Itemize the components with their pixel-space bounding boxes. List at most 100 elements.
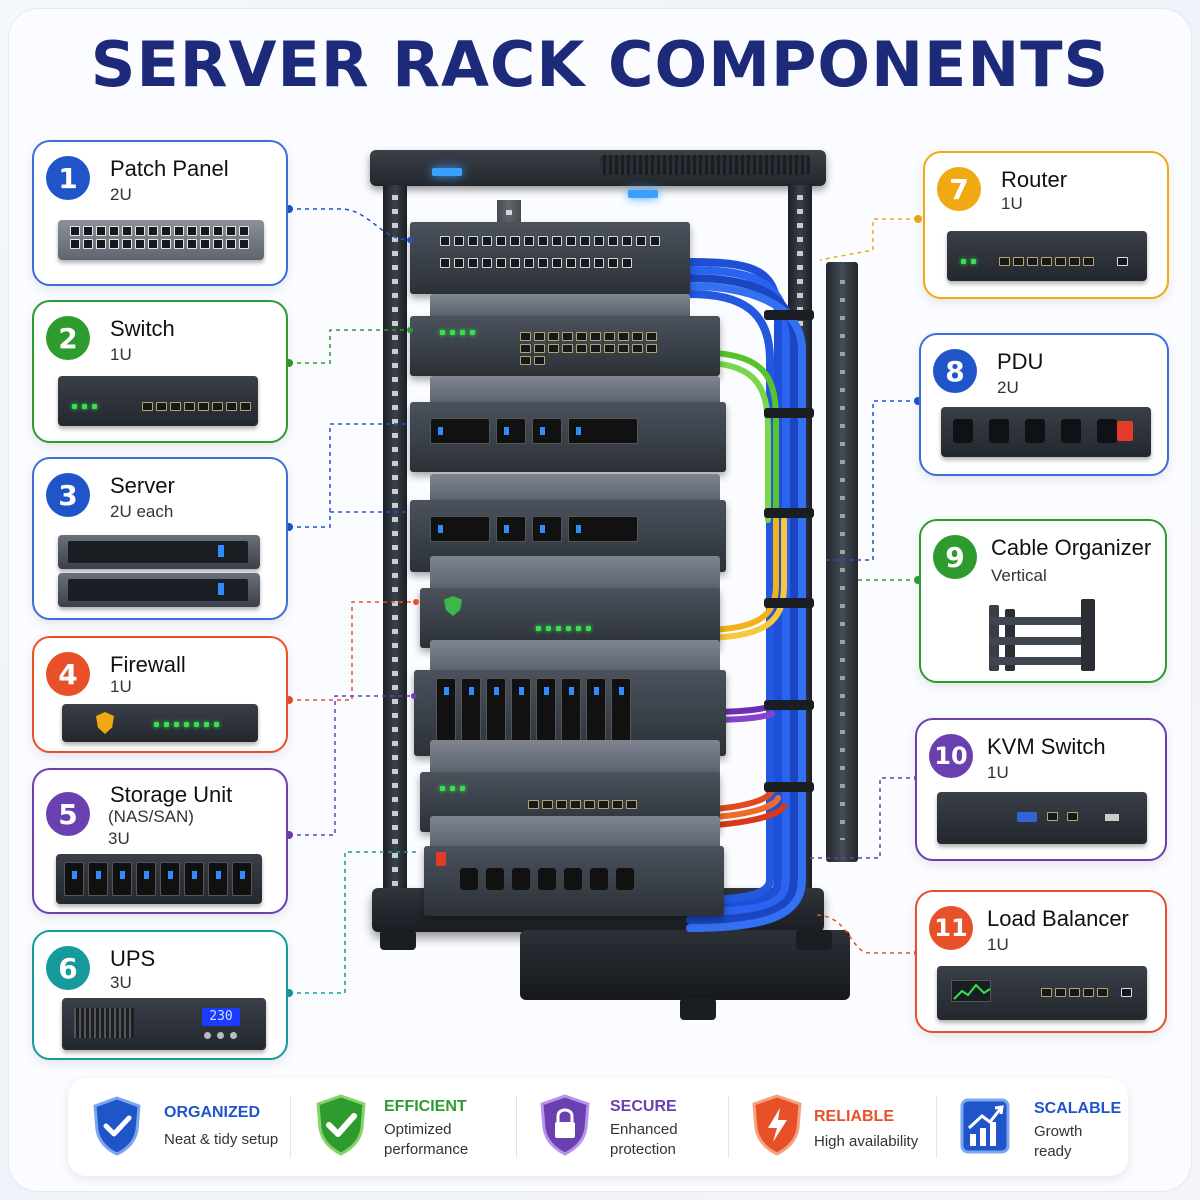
- connector-ups: [289, 851, 416, 994]
- card-patch-panel: 1 Patch Panel 2U: [32, 140, 288, 286]
- blue-cable-bundle: [686, 258, 806, 932]
- feature-organized: ORGANIZED Neat & tidy setup: [68, 1078, 288, 1176]
- ups-vent: [74, 1008, 134, 1038]
- card-cable-organizer: 9 Cable Organizer Vertical: [919, 519, 1167, 683]
- badge-2: 2: [46, 316, 90, 360]
- feature-efficient: EFFICIENT Optimized performance: [292, 1078, 512, 1176]
- rack-top-led-left: [432, 168, 462, 176]
- card-size-secondary: 3U: [108, 829, 130, 848]
- card-load-balancer: 11 Load Balancer 1U: [915, 890, 1167, 1033]
- card-storage: 5 Storage Unit (NAS/SAN) 3U: [32, 768, 288, 914]
- storage-image: [56, 854, 262, 904]
- rack-server-bays-1: [430, 418, 638, 444]
- rack-unit-kvm-top: [430, 740, 720, 776]
- rack-firewall-shield-icon: [444, 596, 462, 616]
- feature-reliable: RELIABLE High availability: [730, 1078, 930, 1176]
- features-bar: ORGANIZED Neat & tidy setup EFFICIENT Op…: [68, 1078, 1128, 1176]
- cable-organizer-image: [989, 599, 1095, 671]
- card-size: 2U each: [110, 502, 174, 521]
- card-ups: 6 UPS 3U 230: [32, 930, 288, 1060]
- load-balancer-image: [937, 966, 1147, 1020]
- switch-image: [58, 376, 258, 426]
- feature-desc: Optimized: [384, 1121, 452, 1138]
- rack-post-front-left: [383, 185, 407, 905]
- card-size: 2U: [110, 185, 132, 204]
- connector-kvm: [810, 777, 918, 859]
- card-router: 7 Router 1U: [923, 151, 1169, 299]
- badge-1: 1: [46, 156, 90, 200]
- card-server: 3 Server 2U each: [32, 457, 288, 620]
- feature-secure: SECURE Enhanced protection: [518, 1078, 728, 1176]
- card-title: UPS: [110, 946, 156, 971]
- patch-panel-image: [58, 220, 264, 260]
- page-title: SERVER RACK COMPONENTS: [90, 28, 1110, 101]
- card-size: (NAS/SAN): [108, 807, 194, 826]
- feature-desc: High availability: [814, 1133, 919, 1150]
- cable-ties: [764, 310, 814, 792]
- card-pdu: 8 PDU 2U: [919, 333, 1169, 476]
- rack-pdu-outlets: [460, 868, 634, 890]
- connector-firewall: [289, 601, 416, 701]
- feature-desc-2: ready: [1034, 1143, 1072, 1160]
- rack-foot-2: [796, 930, 832, 950]
- badge-3: 3: [46, 473, 90, 517]
- rack-unit-server-1-top: [430, 376, 720, 406]
- card-title: Load Balancer: [987, 906, 1129, 931]
- card-title: KVM Switch: [987, 734, 1106, 759]
- ups-image: 230: [62, 998, 266, 1050]
- card-size: 1U: [1001, 194, 1023, 213]
- rack-kvm-ports: [528, 800, 637, 809]
- connector-router: [819, 218, 918, 261]
- connector-load-balancer: [814, 914, 918, 954]
- badge-5: 5: [46, 792, 90, 836]
- load-balancer-display: [951, 980, 991, 1002]
- rack-server-bays-2: [430, 516, 638, 542]
- badge-10: 10: [929, 734, 973, 778]
- rack-kvm-leds: [440, 786, 465, 791]
- card-size: 1U: [987, 935, 1009, 954]
- firewall-image: [62, 704, 258, 742]
- card-size: 1U: [987, 763, 1009, 782]
- card-firewall: 4 Firewall 1U: [32, 636, 288, 753]
- card-size: Vertical: [991, 566, 1047, 585]
- connector-storage: [289, 695, 414, 836]
- card-kvm-switch: 10 KVM Switch 1U: [915, 718, 1167, 861]
- server-image-1: [58, 535, 260, 569]
- rack-unit-pdu-top: [430, 816, 720, 850]
- rack-pdu-switch: [436, 852, 446, 866]
- connector-patch-panel: [289, 208, 411, 241]
- connector-pdu: [826, 400, 918, 561]
- feature-desc: Neat & tidy setup: [164, 1131, 279, 1148]
- shield-check-icon: [93, 1096, 141, 1156]
- badge-8: 8: [933, 349, 977, 393]
- card-size: 1U: [110, 345, 132, 364]
- feature-desc: Enhanced: [610, 1121, 678, 1138]
- card-title: Server: [110, 473, 175, 498]
- rack-patch-panel-ports: [440, 236, 660, 276]
- card-size: 2U: [997, 378, 1019, 397]
- card-title: PDU: [997, 349, 1044, 374]
- rack-top-led-right: [628, 190, 658, 198]
- rack-unit-server-2-top: [430, 474, 720, 504]
- rack-unit-firewall-top: [430, 556, 720, 592]
- ups-display: 230: [202, 1008, 240, 1026]
- badge-9: 9: [933, 535, 977, 579]
- rack-storage-bays: [436, 678, 631, 744]
- kvm-switch-image: [937, 792, 1147, 844]
- feature-scalable: SCALABLE Growth ready: [938, 1078, 1128, 1176]
- card-title: Router: [1001, 167, 1068, 192]
- firewall-shield-icon: [96, 712, 114, 734]
- growth-chart-icon: [960, 1098, 1010, 1154]
- card-title: Switch: [110, 316, 175, 341]
- feature-title: SECURE: [610, 1098, 677, 1115]
- check-shield-icon: [316, 1094, 366, 1156]
- card-title: Cable Organizer: [991, 535, 1152, 560]
- rack-unit-switch-top: [430, 294, 690, 318]
- card-switch: 2 Switch 1U: [32, 300, 288, 443]
- feature-title: SCALABLE: [1034, 1100, 1122, 1117]
- lock-shield-icon: [540, 1094, 590, 1156]
- rack-foot-3: [680, 998, 716, 1020]
- connector-server: [289, 423, 410, 528]
- router-image: [947, 231, 1147, 281]
- rack-unit-storage-top: [430, 640, 720, 674]
